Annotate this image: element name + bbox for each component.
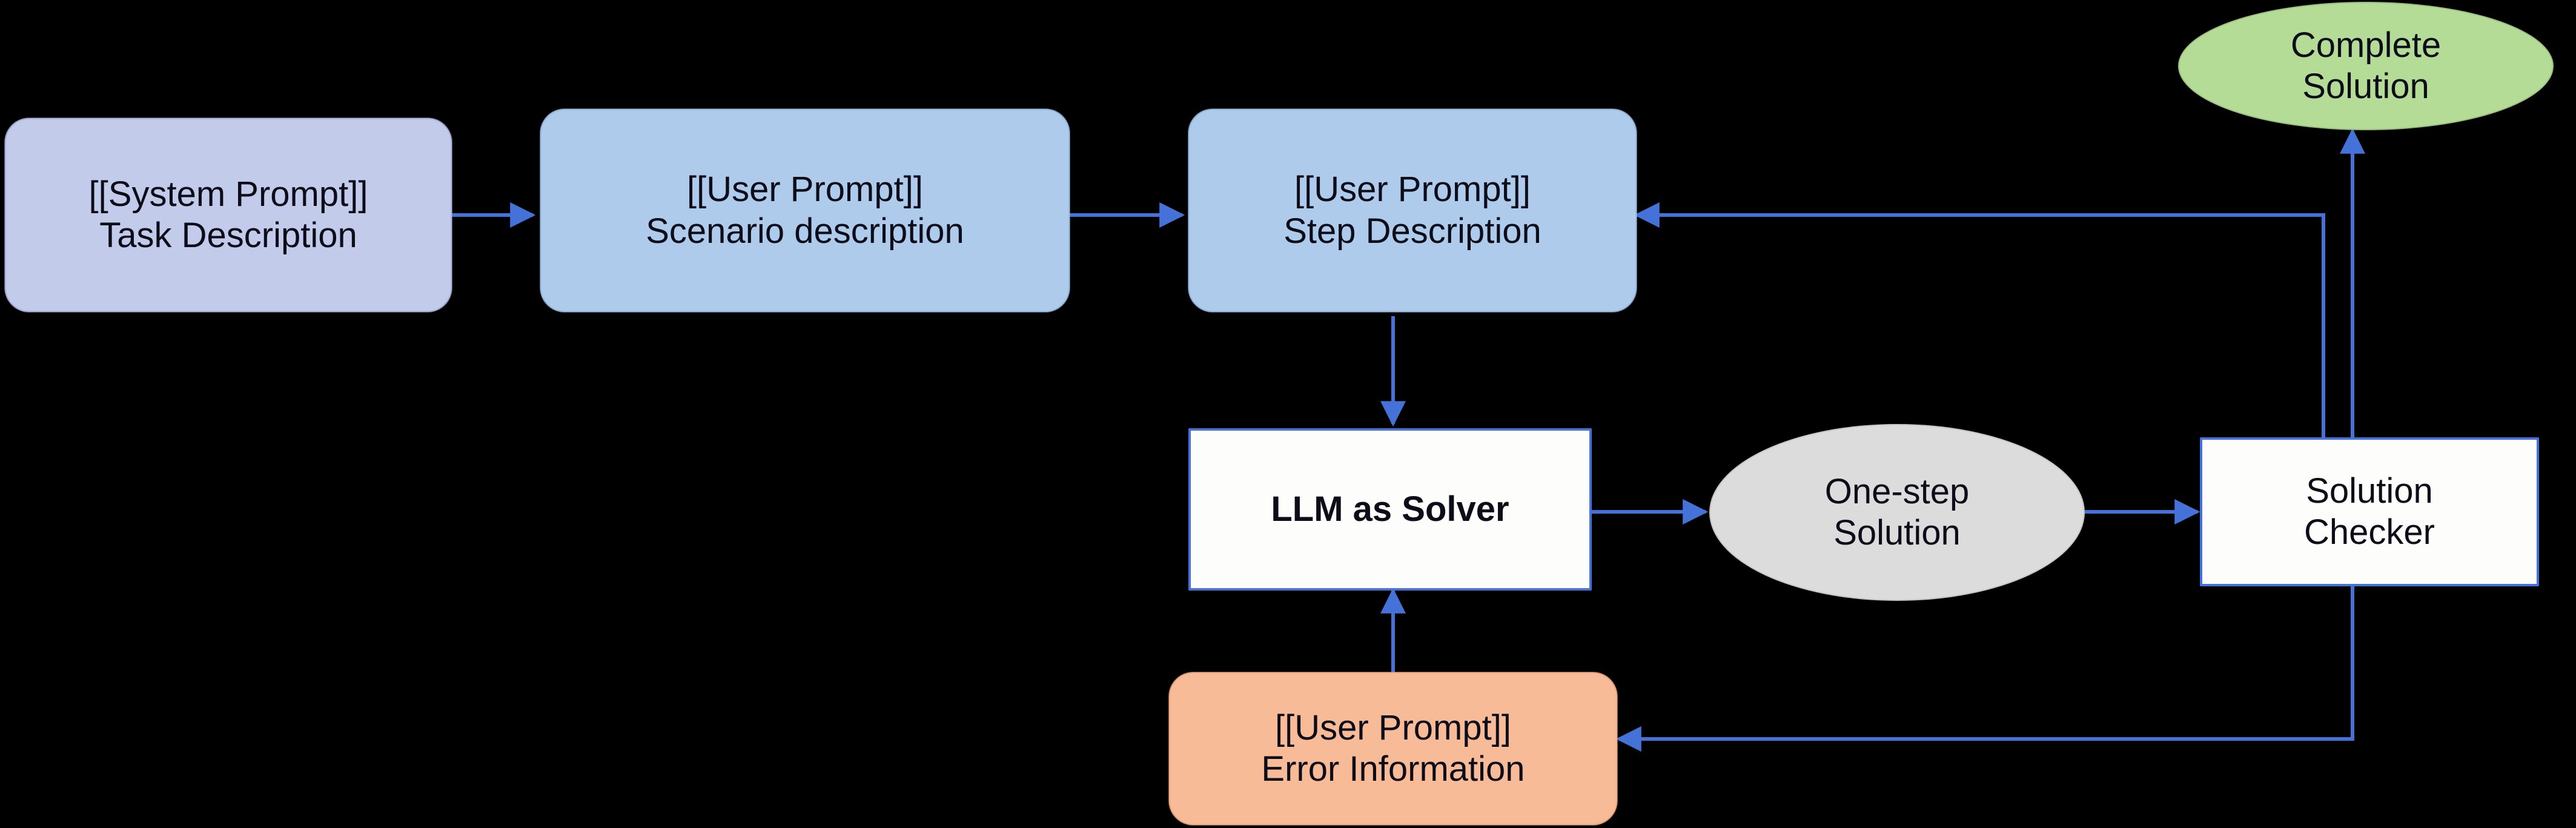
node-line-1: [[User Prompt]] [1294, 170, 1531, 210]
edge-checker-to-step [1634, 202, 2325, 437]
node-label: Complete Solution [2179, 25, 2552, 108]
node-line-1: [[User Prompt]] [687, 170, 923, 210]
node-line-2: Scenario description [646, 211, 964, 251]
node-line-2: Error Information [1261, 749, 1525, 789]
node-label: [[User Prompt]] Error Information [1170, 707, 1616, 790]
node-complete-solution[interactable]: Complete Solution [2178, 2, 2554, 130]
node-line-2: Checker [2304, 512, 2435, 552]
node-line-2: Solution [1833, 513, 1961, 552]
node-line-1: Solution [2306, 471, 2433, 511]
node-label: LLM as Solver [1191, 489, 1589, 530]
node-label: [[User Prompt]] Scenario description [541, 169, 1068, 252]
node-line-1: [[System Prompt]] [88, 174, 368, 214]
node-one-step-solution[interactable]: One-step Solution [1709, 424, 2085, 601]
node-label: Solution Checker [2202, 471, 2537, 554]
node-label: [[User Prompt]] Step Description [1190, 169, 1635, 252]
node-llm-as-solver[interactable]: LLM as Solver [1188, 428, 1592, 591]
node-user-prompt-error[interactable]: [[User Prompt]] Error Information [1169, 672, 1617, 825]
node-line-1: One-step [1824, 471, 1970, 511]
node-label: One-step Solution [1710, 471, 2084, 554]
node-line-2: Solution [2302, 67, 2429, 106]
edge-checker-to-error [1615, 586, 2354, 752]
node-user-prompt-step[interactable]: [[User Prompt]] Step Description [1188, 109, 1637, 312]
node-user-prompt-scenario[interactable]: [[User Prompt]] Scenario description [540, 109, 1070, 312]
node-system-prompt-task[interactable]: [[System Prompt]] Task Description [5, 118, 452, 312]
node-line-2: Step Description [1283, 211, 1541, 251]
node-line-2: Task Description [99, 216, 357, 255]
node-line-1: LLM as Solver [1271, 489, 1509, 529]
node-line-1: Complete [2290, 25, 2442, 65]
node-line-1: [[User Prompt]] [1275, 707, 1511, 747]
node-solution-checker[interactable]: Solution Checker [2200, 437, 2539, 586]
node-label: [[System Prompt]] Task Description [6, 174, 451, 257]
